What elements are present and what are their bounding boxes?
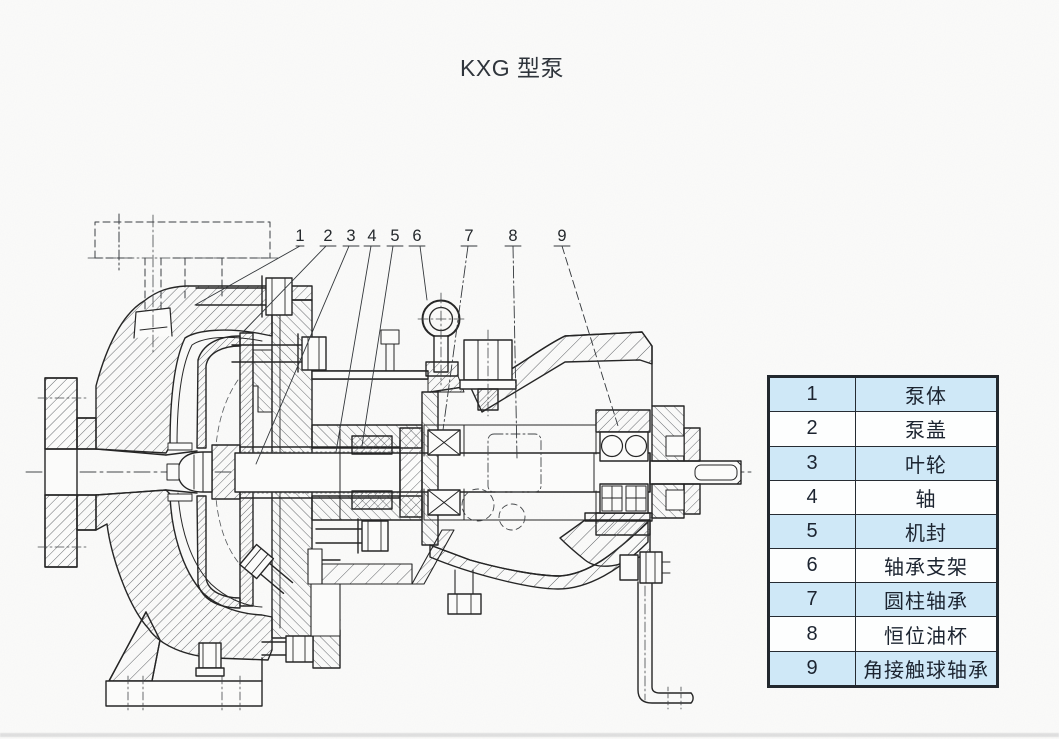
part-number: 7 bbox=[768, 582, 856, 618]
part-name: 机封 bbox=[855, 513, 998, 550]
callout-5: 5 bbox=[390, 227, 399, 245]
callout-8: 8 bbox=[508, 227, 517, 245]
part-number: 3 bbox=[768, 445, 856, 481]
lifting-eye-bolt bbox=[417, 292, 465, 393]
part-number: 2 bbox=[768, 411, 856, 447]
part-name: 恒位油杯 bbox=[855, 616, 998, 652]
callout-7: 7 bbox=[464, 227, 473, 245]
part-name: 泵体 bbox=[855, 375, 998, 413]
table-row: 6 轴承支架 bbox=[768, 548, 998, 584]
callout-1: 1 bbox=[295, 227, 304, 245]
part-name: 轴 bbox=[855, 479, 998, 515]
bearing-bracket bbox=[307, 331, 701, 710]
callout-numbers: 1 2 3 4 5 6 7 8 9 bbox=[295, 227, 566, 245]
table-row: 4 轴 bbox=[768, 479, 998, 515]
part-name: 圆柱轴承 bbox=[855, 582, 998, 618]
callout-2: 2 bbox=[323, 227, 332, 245]
arm-stud bbox=[380, 329, 400, 372]
pump-casing bbox=[95, 214, 313, 711]
table-row: 2 泵盖 bbox=[768, 411, 998, 447]
part-name: 轴承支架 bbox=[855, 548, 998, 584]
part-number: 1 bbox=[768, 375, 856, 413]
callout-6: 6 bbox=[412, 227, 421, 245]
part-number: 4 bbox=[768, 479, 856, 515]
cylindrical-roller-bearing bbox=[423, 424, 465, 521]
part-number: 8 bbox=[768, 616, 856, 652]
mechanical-seal bbox=[239, 424, 423, 663]
part-number: 6 bbox=[768, 548, 856, 584]
table-row: 9 角接触球轴承 bbox=[768, 650, 998, 688]
callout-4: 4 bbox=[367, 227, 376, 245]
table-row: 3 叶轮 bbox=[768, 445, 998, 481]
part-name: 角接触球轴承 bbox=[855, 650, 998, 688]
part-name: 泵盖 bbox=[855, 411, 998, 447]
callout-9: 9 bbox=[557, 227, 566, 245]
table-row: 5 机封 bbox=[768, 513, 998, 550]
table-row: 7 圆柱轴承 bbox=[768, 582, 998, 618]
part-number: 9 bbox=[768, 650, 856, 688]
part-name: 叶轮 bbox=[855, 445, 998, 481]
part-number: 5 bbox=[768, 513, 856, 550]
phantom-discharge-flange bbox=[87, 213, 281, 311]
callout-3: 3 bbox=[346, 227, 355, 245]
table-row: 8 恒位油杯 bbox=[768, 616, 998, 652]
angular-contact-ball-bearing bbox=[599, 431, 649, 514]
callout-leaders bbox=[194, 245, 619, 465]
table-row: 1 泵体 bbox=[768, 375, 998, 413]
oil-cup-plug bbox=[459, 329, 517, 417]
casing-stud-bolts bbox=[195, 275, 327, 373]
parts-table: 1 泵体 2 泵盖 3 叶轮 4 轴 5 机封 6 轴承支架 bbox=[767, 375, 999, 688]
